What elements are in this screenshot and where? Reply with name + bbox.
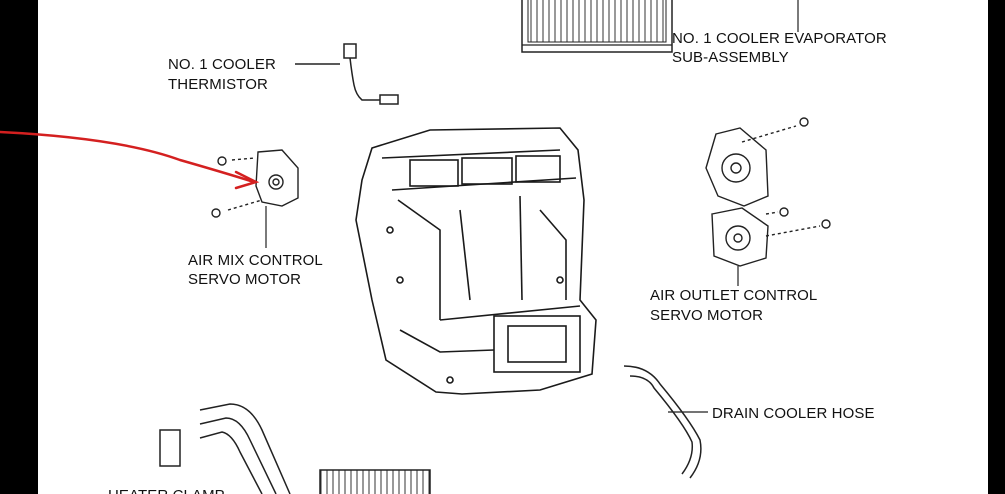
evaporator-label-line2: SUB-ASSEMBLY — [672, 49, 789, 66]
heater-pipes-part — [159, 403, 431, 494]
heater-clamp-label: HEATER CLAMP — [108, 486, 225, 494]
air-outlet-label-line1: AIR OUTLET CONTROL — [650, 287, 818, 304]
drain-hose-part — [623, 365, 708, 479]
air-mix-label-line1: AIR MIX CONTROL — [188, 252, 323, 269]
air-mix-label-line2: SERVO MOTOR — [188, 271, 302, 288]
drain-hose-label: DRAIN COOLER HOSE — [712, 405, 875, 422]
annotation-arrow — [0, 130, 260, 190]
hvac-case — [355, 127, 597, 395]
thermistor-label-line1: NO. 1 COOLER — [168, 56, 276, 73]
evaporator-label-line1: NO. 1 COOLER EVAPORATOR — [672, 30, 887, 47]
air-outlet-label-line2: SERVO MOTOR — [650, 307, 764, 324]
evaporator-core — [521, 0, 799, 53]
thermistor-label-line2: THERMISTOR — [168, 76, 268, 93]
air-mix-servo-part — [211, 149, 299, 248]
air-outlet-servo-part — [705, 117, 831, 286]
thermistor-part — [295, 43, 399, 105]
